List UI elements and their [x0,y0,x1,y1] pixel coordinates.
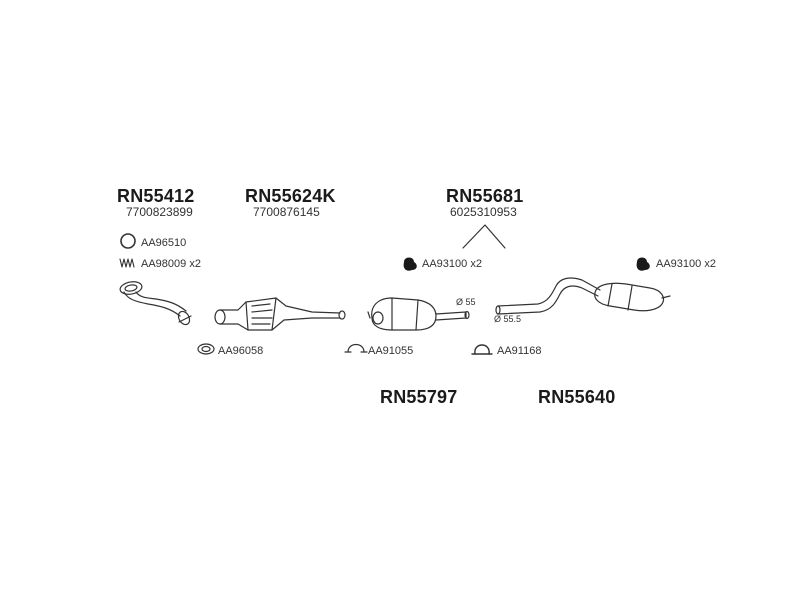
part-code-rn55681: RN55681 [446,186,524,206]
oem-number-7700876145: 7700876145 [253,205,320,219]
accessory-label-aa93100-right: AA93100 x2 [656,258,716,270]
flange-gasket-icon [197,343,215,355]
accessory-label-aa96058: AA96058 [218,345,264,357]
clamp-icon-aa91055 [344,343,368,353]
part-code-rn55624k: RN55624K [245,186,336,206]
clamp-icon-aa91168 [471,344,493,355]
accessory-label-aa96510: AA96510 [141,237,187,249]
rubber-mount-icon-right [636,257,650,271]
middle-silencer-drawing [367,297,470,331]
gasket-ring-icon [120,233,136,249]
accessory-label-aa98009: AA98009 x2 [141,258,201,270]
accessory-label-aa93100-center: AA93100 x2 [422,258,482,270]
accessory-label-aa91055: AA91055 [368,345,414,357]
accessory-label-aa91168: AA91168 [497,345,542,357]
oem-number-6025310953: 6025310953 [450,205,517,219]
catalytic-converter-drawing [214,297,346,331]
dimension-label-55-5: Ø 55.5 [494,314,522,324]
dimension-label-55: Ø 55 [456,297,476,307]
rubber-mount-icon-center [403,257,417,271]
rear-silencer-drawing [495,277,671,315]
oem-number-7700823899: 7700823899 [126,205,193,219]
spring-icon [119,258,135,268]
front-pipe-drawing [119,281,192,326]
group-connector-lines [462,224,506,249]
part-code-rn55412: RN55412 [117,186,195,206]
part-code-rn55640: RN55640 [538,387,616,407]
part-code-rn55797: RN55797 [380,387,458,407]
